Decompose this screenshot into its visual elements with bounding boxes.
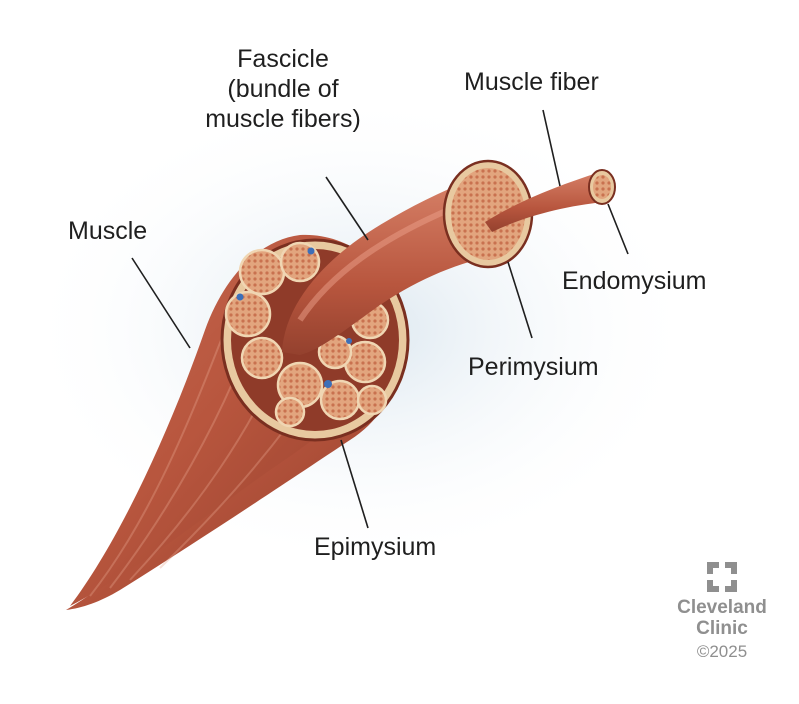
blood-vessels <box>236 247 352 388</box>
leader-line-perimysium <box>507 261 533 339</box>
label-fascicle-line3: muscle fibers) <box>205 105 361 133</box>
label-muscle: Muscle <box>68 217 148 245</box>
leader-line-muscle <box>131 257 191 349</box>
label-fascicle-line1: Fascicle <box>237 45 329 73</box>
label-fascicle: Fascicle (bundle of muscle fibers) <box>178 44 388 134</box>
cleveland-clinic-logo-icon <box>707 562 737 592</box>
label-epimysium: Epimysium <box>314 533 437 561</box>
fiber-cross-section <box>593 175 611 199</box>
leader-line-fascicle <box>325 176 369 241</box>
muscle-fiber-tube <box>485 172 604 232</box>
fascicle-cross-section <box>451 168 525 260</box>
label-muscle-fiber: Muscle fiber <box>464 68 599 96</box>
label-perimysium: Perimysium <box>468 353 599 381</box>
brand-block: Cleveland Clinic ©2025 <box>660 562 784 663</box>
fascicle-tube-highlight <box>297 202 462 322</box>
label-fascicle-line2: (bundle of <box>227 75 339 103</box>
leader-lines <box>131 109 629 529</box>
leader-line-endomysium <box>607 203 629 255</box>
brand-name-line1: Cleveland <box>677 597 767 618</box>
brand-name-line2: Clinic <box>696 618 748 639</box>
leader-line-epimysium <box>340 439 369 529</box>
label-endomysium: Endomysium <box>562 267 707 295</box>
brand-copyright: ©2025 <box>696 642 748 661</box>
leader-line-muscle-fiber <box>542 109 561 187</box>
fascicle-bundles <box>224 241 390 428</box>
